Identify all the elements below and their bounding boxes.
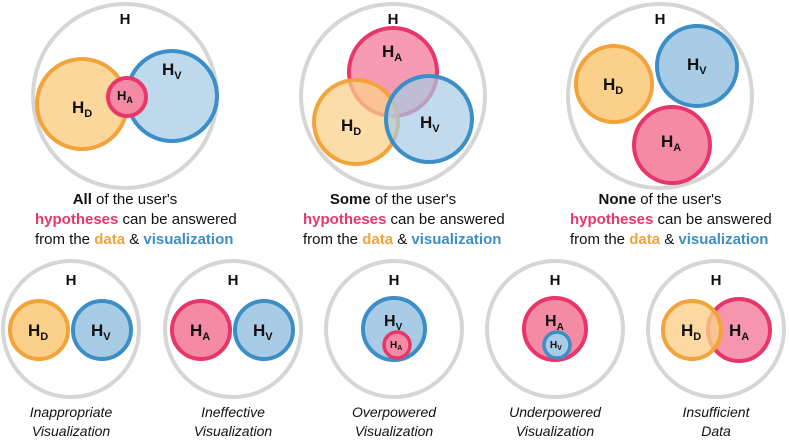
h-label: H bbox=[655, 11, 666, 28]
data-circle bbox=[8, 299, 70, 361]
diagram-all: H HD HV HA bbox=[31, 2, 219, 190]
hv-label: HV bbox=[253, 321, 273, 343]
hv-label: HV bbox=[384, 313, 403, 333]
caption-hypotheses: hypotheses bbox=[303, 211, 387, 228]
visualization-circle bbox=[233, 299, 295, 361]
hv-label: HV bbox=[420, 113, 440, 135]
caption-line: Insufficient bbox=[682, 404, 750, 420]
caption-hypotheses: hypotheses bbox=[35, 211, 119, 228]
caption-text: can be answered bbox=[386, 211, 505, 228]
caption-text: can be answered bbox=[653, 211, 772, 228]
diagram-none: H HD HV HA bbox=[566, 2, 754, 190]
caption-text: from the bbox=[35, 231, 95, 248]
caption-line: Visualization bbox=[31, 423, 111, 439]
caption-data: data bbox=[94, 231, 126, 248]
hd-label: HD bbox=[72, 98, 92, 120]
caption-line: Inappropriate bbox=[29, 404, 113, 420]
caption-data: data bbox=[362, 231, 394, 248]
hv-label: HV bbox=[687, 55, 707, 77]
diagram-some: H HA HD HV bbox=[299, 2, 487, 190]
caption-strong: All bbox=[72, 191, 92, 208]
caption-visualization: visualization bbox=[678, 231, 769, 248]
caption-line: Visualization bbox=[354, 423, 434, 439]
caption-text: & bbox=[393, 231, 412, 248]
hv-label: HV bbox=[162, 60, 182, 82]
h-label: H bbox=[228, 272, 239, 289]
caption-inappropriate: Inappropriate Visualization bbox=[1, 403, 141, 441]
universe-circle bbox=[324, 259, 464, 399]
universe-circle bbox=[163, 259, 303, 399]
ha-label: HA bbox=[117, 88, 133, 105]
caption-text: & bbox=[125, 231, 144, 248]
universe-circle bbox=[1, 259, 141, 399]
caption-text: of the user's bbox=[636, 191, 722, 208]
hd-label: HD bbox=[603, 75, 623, 97]
hd-label: HD bbox=[28, 321, 48, 343]
visualization-circle bbox=[655, 24, 739, 108]
caption-ineffective: Ineffective Visualization bbox=[163, 403, 303, 441]
hv-label: HV bbox=[550, 340, 562, 352]
caption-hypotheses: hypotheses bbox=[570, 211, 654, 228]
diagram-ineffective: H HA HV bbox=[163, 259, 303, 399]
caption-all: All of the user's hypotheses can be answ… bbox=[35, 190, 237, 250]
ha-label: HA bbox=[190, 321, 210, 343]
caption-text: can be answered bbox=[118, 211, 237, 228]
h-label: H bbox=[120, 11, 131, 28]
caption-visualization: visualization bbox=[411, 231, 502, 248]
hv-label: HV bbox=[91, 321, 111, 343]
diagram-insufficient: H HD HA bbox=[646, 259, 786, 399]
ha-label: HA bbox=[390, 340, 402, 352]
ha-label: HA bbox=[545, 313, 564, 333]
caption-text: from the bbox=[570, 231, 630, 248]
caption-strong: None bbox=[598, 191, 637, 208]
caption-text: of the user's bbox=[370, 191, 457, 208]
caption-some: Some of the user's hypotheses can be ans… bbox=[303, 190, 505, 250]
hypotheses-circle bbox=[106, 76, 148, 118]
caption-underpowered: Underpowered Visualization bbox=[485, 403, 625, 441]
hypotheses-circle bbox=[170, 299, 232, 361]
caption-insufficient: Insufficient Data bbox=[646, 403, 786, 441]
caption-line: Ineffective bbox=[201, 404, 265, 420]
ha-label: HA bbox=[382, 42, 402, 64]
h-label: H bbox=[388, 11, 399, 28]
ha-label: HA bbox=[729, 321, 749, 343]
visualization-circle bbox=[542, 330, 572, 360]
caption-text: & bbox=[660, 231, 679, 248]
hypotheses-circle bbox=[382, 330, 412, 360]
data-circle bbox=[661, 299, 723, 361]
hd-label: HD bbox=[681, 321, 701, 343]
diagram-inappropriate: H HD HV bbox=[1, 259, 141, 399]
diagram-underpowered: H HA HV bbox=[485, 259, 625, 399]
universe-circle bbox=[299, 2, 487, 190]
caption-line: Data bbox=[701, 423, 731, 439]
caption-line: Visualization bbox=[515, 423, 595, 439]
h-label: H bbox=[66, 272, 77, 289]
caption-line: Overpowered bbox=[351, 404, 437, 420]
caption-overpowered: Overpowered Visualization bbox=[324, 403, 464, 441]
caption-visualization: visualization bbox=[143, 231, 234, 248]
diagram-overpowered: H HV HA bbox=[324, 259, 464, 399]
h-label: H bbox=[550, 272, 561, 289]
visualization-circle bbox=[384, 74, 474, 164]
caption-line: Underpowered bbox=[509, 404, 601, 420]
universe-circle bbox=[566, 2, 754, 190]
universe-circle bbox=[646, 259, 786, 399]
visualization-circle bbox=[71, 299, 133, 361]
hd-label: HD bbox=[341, 116, 361, 138]
caption-line: Visualization bbox=[193, 423, 273, 439]
data-circle bbox=[574, 44, 654, 124]
caption-data: data bbox=[629, 231, 661, 248]
h-label: H bbox=[389, 272, 400, 289]
caption-none: None of the user's hypotheses can be ans… bbox=[570, 190, 772, 250]
ha-label: HA bbox=[661, 132, 681, 154]
universe-circle bbox=[485, 259, 625, 399]
h-label: H bbox=[711, 272, 722, 289]
caption-strong: Some bbox=[329, 191, 371, 208]
hypotheses-circle bbox=[632, 105, 712, 185]
caption-text: of the user's bbox=[91, 191, 178, 208]
caption-text: from the bbox=[303, 231, 363, 248]
